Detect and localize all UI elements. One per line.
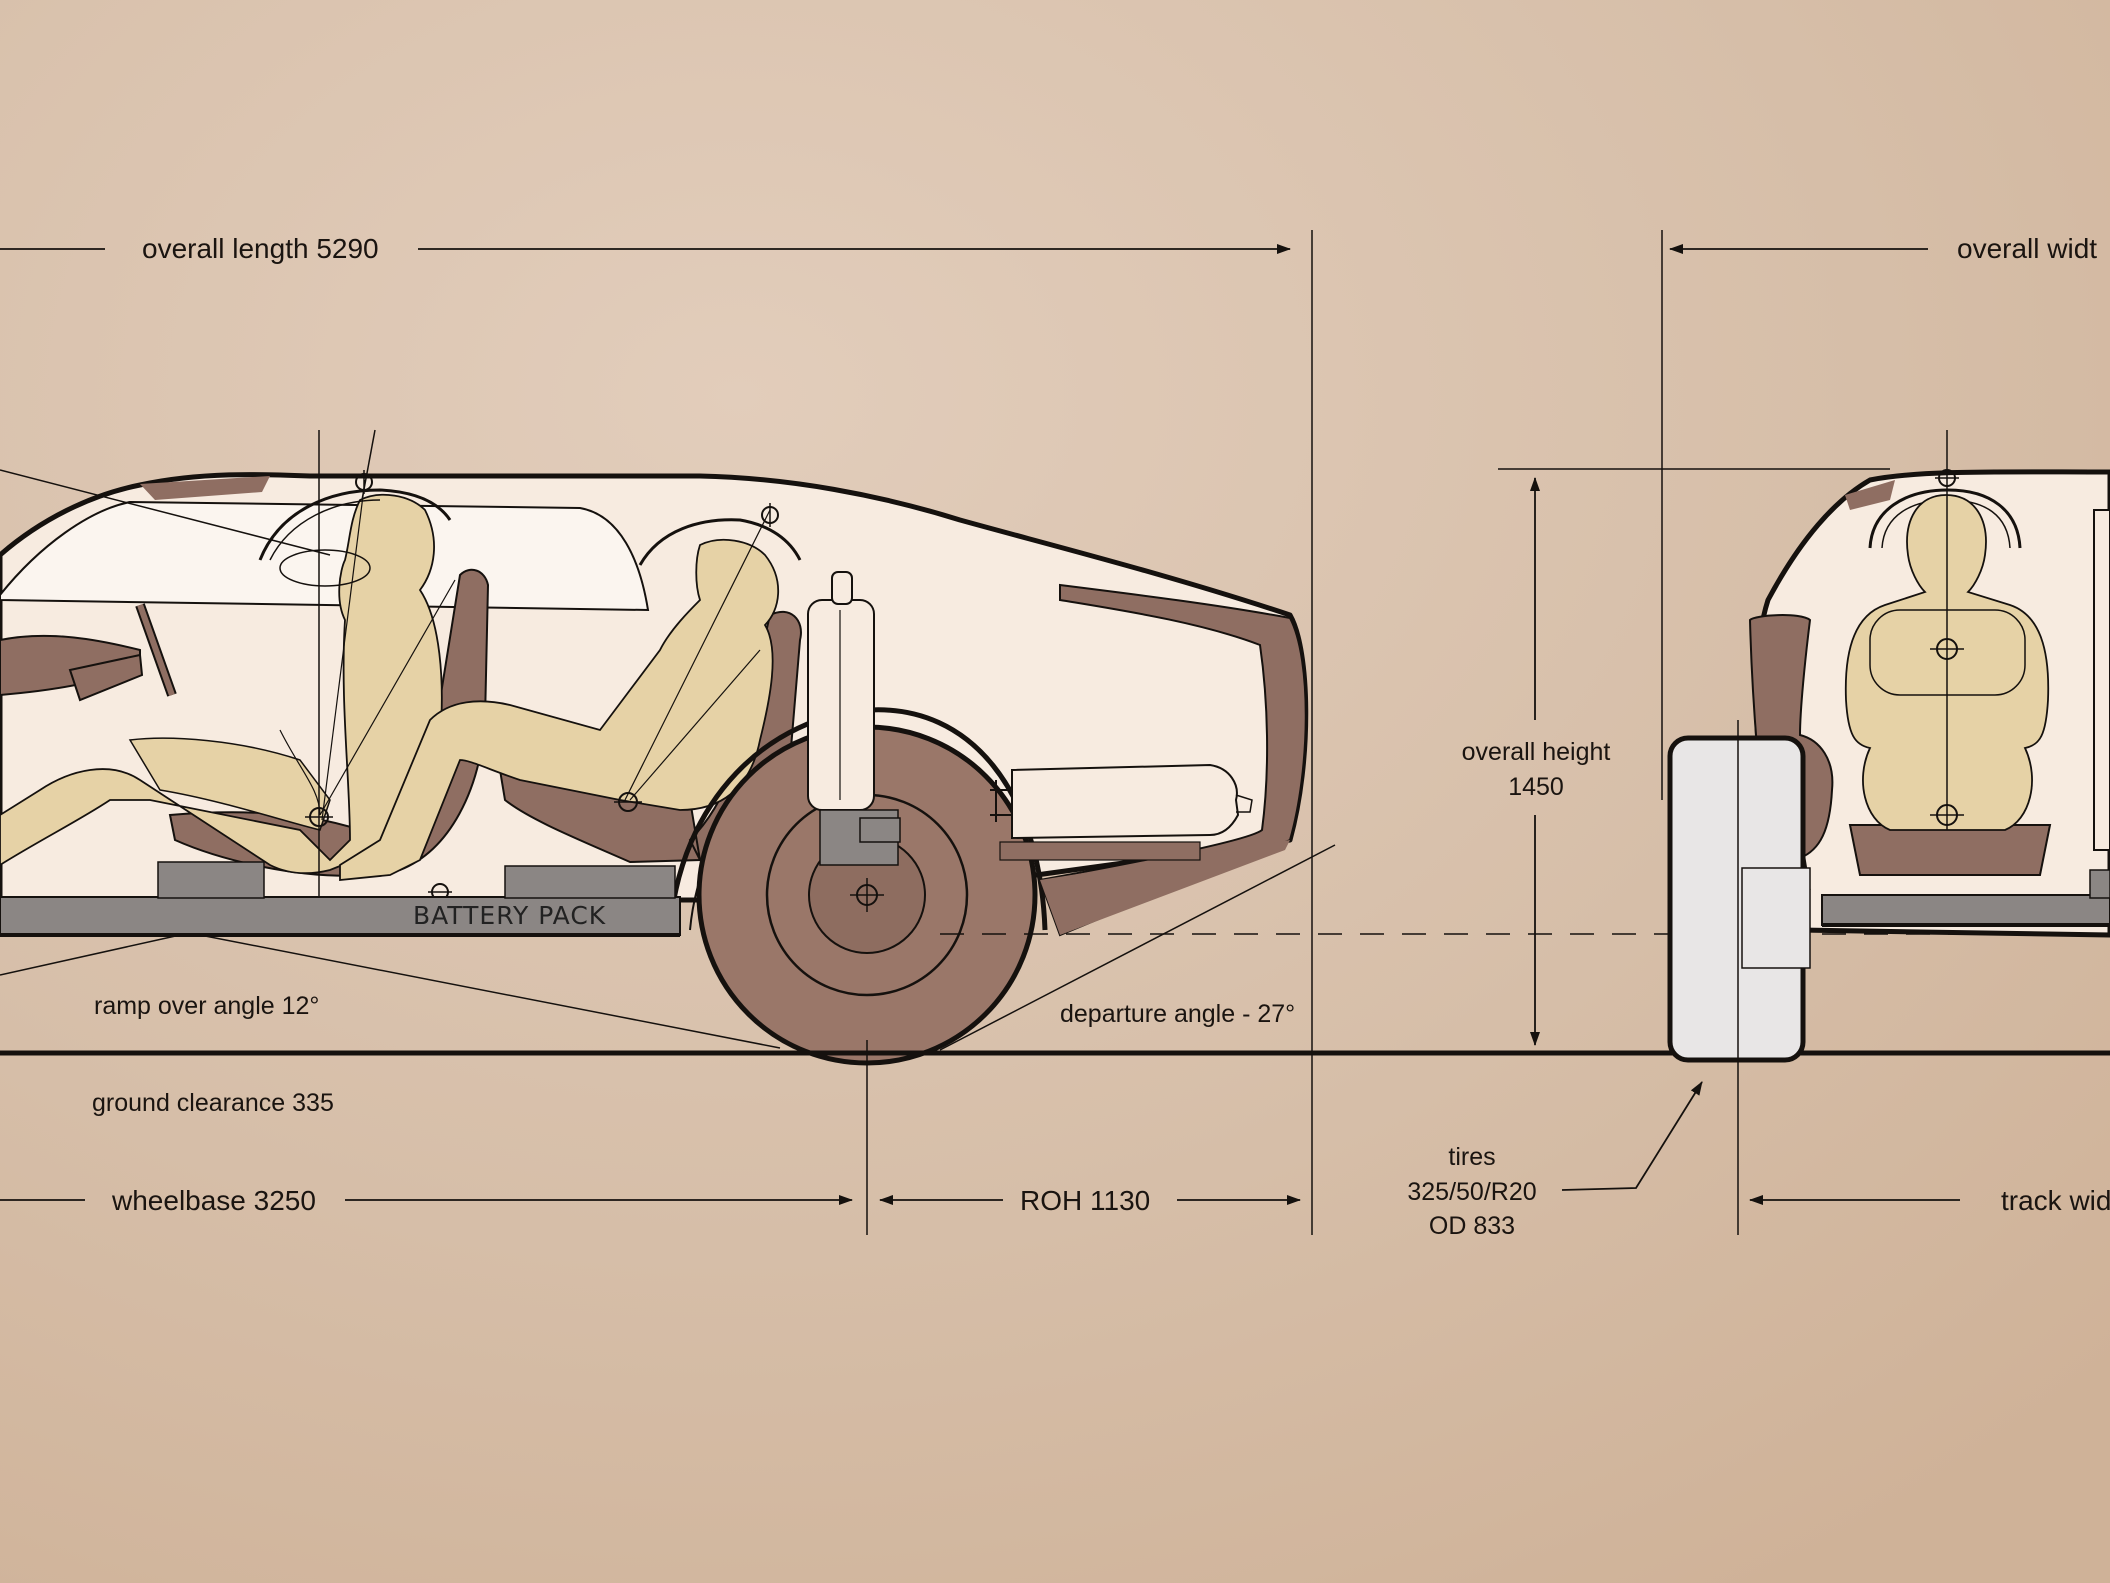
trunk-luggage bbox=[1011, 763, 1240, 840]
rear-hip-point-marker bbox=[614, 792, 642, 812]
rear-head-clearance-arc bbox=[638, 518, 802, 566]
rear-strut bbox=[807, 599, 875, 811]
wheelbase-label: wheelbase 3250 bbox=[111, 1185, 316, 1216]
front-view-hub bbox=[1741, 867, 1811, 969]
battery-pack-label: BATTERY PACK bbox=[413, 901, 606, 930]
tires-od-label: OD 833 bbox=[1429, 1212, 1515, 1240]
rear-underbody bbox=[1040, 840, 1290, 935]
hub-gear bbox=[808, 836, 926, 954]
front-roof-trim bbox=[1845, 480, 1895, 510]
departure-angle-label: departure angle - 27° bbox=[1060, 1000, 1295, 1028]
roh-label: ROH 1130 bbox=[1020, 1185, 1150, 1216]
front-head-clearance-arc bbox=[258, 488, 452, 561]
tires-size-label: 325/50/R20 bbox=[1407, 1178, 1536, 1206]
front-view-head-marker bbox=[1935, 469, 1959, 487]
overall-length-label: overall length 5290 bbox=[142, 233, 379, 264]
battery-module-rear bbox=[504, 865, 676, 899]
overall-height-label: overall height bbox=[1462, 738, 1611, 766]
door-edge bbox=[2093, 509, 2110, 851]
front-view-chest-marker bbox=[1930, 638, 1964, 660]
tires-callout-leader bbox=[1561, 1081, 1703, 1191]
front-view: overall widt overall height 1450 tires 3… bbox=[1407, 230, 2110, 1240]
battery-module-front bbox=[157, 861, 265, 899]
battery-pack bbox=[0, 896, 681, 936]
rear-head-point-marker bbox=[761, 503, 779, 527]
front-occupant-leg bbox=[128, 737, 331, 831]
ground-clearance-label: ground clearance 335 bbox=[92, 1089, 334, 1117]
front-view-hip-marker bbox=[1930, 804, 1964, 826]
front-view-battery bbox=[1821, 894, 2110, 926]
front-view-head-arc bbox=[1868, 488, 2022, 549]
ramp-over-angle-label: ramp over angle 12° bbox=[94, 992, 319, 1020]
front-head-point-marker bbox=[355, 470, 373, 494]
track-width-label: track wid bbox=[2001, 1185, 2110, 1216]
windshield-glass bbox=[0, 500, 650, 612]
footwell bbox=[68, 653, 144, 702]
rear-floor-shelf bbox=[999, 841, 1201, 861]
front-hip-point-marker bbox=[305, 807, 333, 827]
overall-width-label: overall widt bbox=[1957, 233, 2097, 264]
roof-trim bbox=[140, 476, 270, 500]
front-view-seat-base bbox=[1848, 824, 2052, 876]
tires-label: tires bbox=[1448, 1143, 1495, 1171]
side-view: BATTERY PACK bbox=[0, 230, 2110, 1235]
overall-height-value: 1450 bbox=[1508, 773, 1564, 801]
